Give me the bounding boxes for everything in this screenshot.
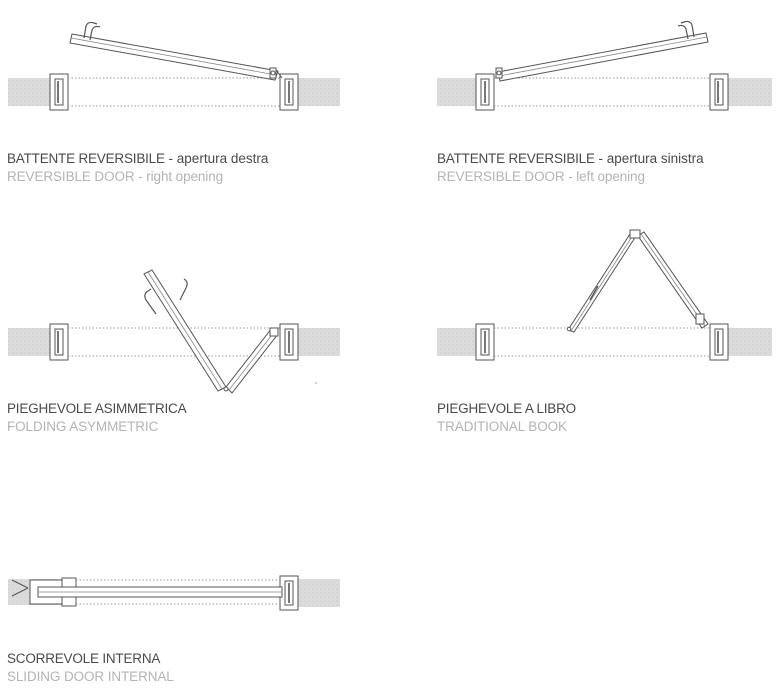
jamb-right xyxy=(709,323,729,361)
wall-left xyxy=(437,328,481,356)
hinge-icon xyxy=(269,67,283,79)
caption-sliding-internal: SCORREVOLE INTERNA SLIDING DOOR INTERNAL xyxy=(7,650,174,686)
diagram-sliding-internal xyxy=(8,575,340,611)
caption-title-en: REVERSIBLE DOOR xyxy=(437,169,565,184)
handle-icon xyxy=(144,288,157,315)
hinge-icon xyxy=(566,229,705,332)
caption-title-it: BATTENTE REVERSIBILE xyxy=(7,151,165,166)
handle-icon xyxy=(179,278,188,301)
caption-detail-it: - apertura sinistra xyxy=(594,151,704,166)
caption-detail-it: - apertura destra xyxy=(164,151,269,166)
caption-detail-en: - right opening xyxy=(134,169,224,184)
door-leaf xyxy=(69,33,279,81)
caption-title-en: SLIDING DOOR INTERNAL xyxy=(7,669,174,684)
hinge-icon xyxy=(223,327,279,392)
diagram-folding-asymmetric xyxy=(8,269,340,394)
hinge-icon xyxy=(495,67,503,79)
door-leaf-inner xyxy=(70,37,277,76)
wall-right xyxy=(728,78,772,106)
jamb-right xyxy=(279,575,299,611)
caption-reversible-right: BATTENTE REVERSIBILE - apertura destra R… xyxy=(7,150,268,186)
handle-icon xyxy=(89,25,101,41)
door-leaf-inner xyxy=(498,36,708,77)
wall-left xyxy=(437,78,481,106)
caption-folding-asymmetric: PIEGHEVOLE ASIMMETRICA FOLDING ASYMMETRI… xyxy=(7,400,187,436)
handle-icon xyxy=(589,285,599,301)
caption-title-it: PIEGHEVOLE A LIBRO xyxy=(437,401,576,416)
caption-reversible-left: BATTENTE REVERSIBILE - apertura sinistra… xyxy=(437,150,704,186)
caption-title-it: BATTENTE REVERSIBILE xyxy=(437,151,595,166)
jamb-right xyxy=(279,73,299,111)
caption-title-en: FOLDING ASYMMETRIC xyxy=(7,419,159,434)
caption-title-en: TRADITIONAL BOOK xyxy=(437,419,567,434)
jamb-left xyxy=(475,323,495,361)
caption-title-it: PIEGHEVOLE ASIMMETRICA xyxy=(7,401,187,416)
wall-left xyxy=(8,328,50,356)
jamb-left xyxy=(49,323,69,361)
caption-traditional-book: PIEGHEVOLE A LIBRO TRADITIONAL BOOK xyxy=(437,400,576,436)
wall-right xyxy=(728,328,772,356)
caption-detail-en: - left opening xyxy=(564,169,645,184)
wall-right xyxy=(298,328,340,356)
caption-title-en: REVERSIBLE DOOR xyxy=(7,169,135,184)
jamb-left xyxy=(475,73,495,111)
handle-icon xyxy=(680,20,695,38)
handle-icon xyxy=(83,21,98,39)
wall-right xyxy=(298,78,340,106)
wall-right xyxy=(298,579,340,607)
jamb-left xyxy=(49,73,69,111)
long-panel-inner xyxy=(147,271,223,390)
diagram-reversible-left xyxy=(437,20,772,111)
right-panel-inner xyxy=(640,233,706,327)
handle-icon xyxy=(677,24,689,40)
jamb-right xyxy=(709,73,729,111)
door-leaf xyxy=(497,32,709,82)
jamb-right xyxy=(279,323,299,361)
diagram-traditional-book xyxy=(437,229,772,361)
wall-left xyxy=(8,78,50,106)
caption-title-it: SCORREVOLE INTERNA xyxy=(7,651,161,666)
diagram-reversible-right xyxy=(8,21,340,111)
short-panel-inner xyxy=(228,330,276,391)
dot xyxy=(315,382,317,384)
left-panel-inner xyxy=(570,234,634,332)
